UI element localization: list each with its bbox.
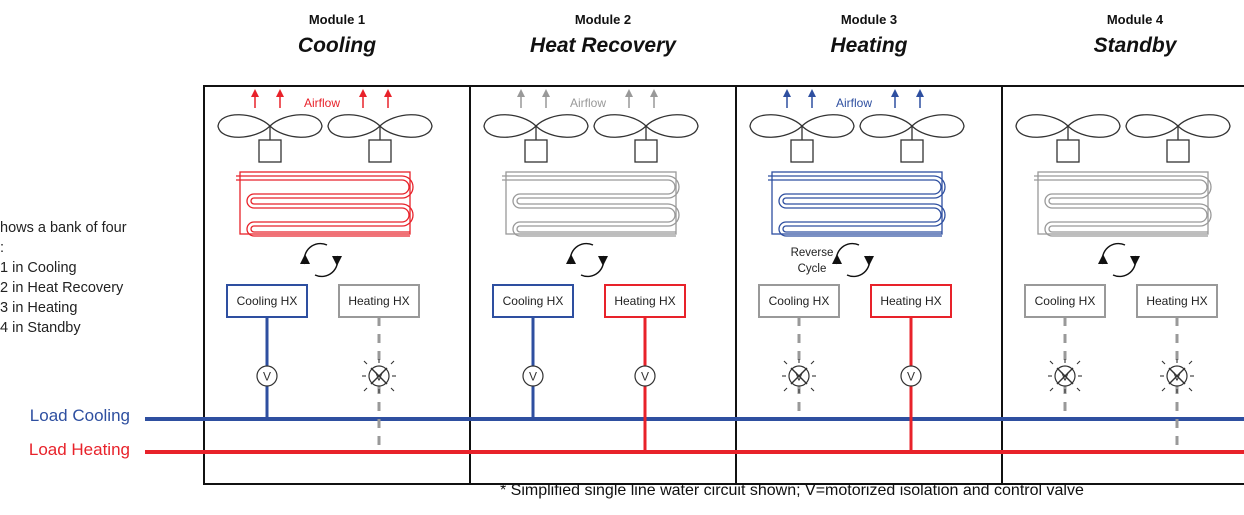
airflow-arrow-icon xyxy=(542,89,550,108)
heating-hx: Heating HX xyxy=(604,284,686,318)
valve-icon: V xyxy=(362,359,396,393)
side-text-line: hows a bank of four xyxy=(0,220,127,236)
valve-icon: V xyxy=(1048,359,1082,393)
airflow-arrow-icon xyxy=(625,89,633,108)
valve-label: V xyxy=(529,370,537,384)
motor-icon xyxy=(258,139,282,163)
airflow-arrow-icon xyxy=(650,89,658,108)
airflow-arrow-icon xyxy=(808,89,816,108)
valve-icon: V xyxy=(634,365,656,387)
coil-icon xyxy=(502,171,680,237)
airflow-label: Airflow xyxy=(304,96,340,110)
heating-hx: Heating HX xyxy=(870,284,952,318)
hx-label: Heating HX xyxy=(348,294,409,308)
module-number: Module 1 xyxy=(308,12,366,27)
valve-icon: V xyxy=(782,359,816,393)
cooling-hx: Cooling HX xyxy=(1024,284,1106,318)
airflow-arrow-icon xyxy=(359,89,367,108)
coil-icon xyxy=(1034,171,1212,237)
coil-icon xyxy=(236,171,414,237)
fan-icon xyxy=(217,114,323,163)
motor-icon xyxy=(368,139,392,163)
cycle-arrows-icon xyxy=(300,242,342,278)
valve-icon: V xyxy=(1160,359,1194,393)
module-mode: Heating xyxy=(830,34,908,57)
module-number: Module 4 xyxy=(1106,12,1164,27)
side-description: hows a bank of four: 1 in Cooling 2 in Hea… xyxy=(0,218,127,338)
side-text-line: : xyxy=(0,240,5,256)
module-mode: Cooling xyxy=(297,34,377,57)
valve-icon: V xyxy=(900,365,922,387)
airflow-arrow-icon xyxy=(916,89,924,108)
airflow-arrow-icon xyxy=(891,89,899,108)
hx-label: Cooling HX xyxy=(769,294,830,308)
fan-icon xyxy=(749,114,855,163)
motor-icon xyxy=(1056,139,1080,163)
airflow-arrow-icon xyxy=(384,89,392,108)
motor-icon xyxy=(1166,139,1190,163)
airflow-label: Airflow xyxy=(570,96,606,110)
load-heating-label: Load Heating xyxy=(28,440,130,459)
fan-icon xyxy=(1125,114,1231,163)
module-mode: Standby xyxy=(1093,34,1177,57)
heating-hx: Heating HX xyxy=(1136,284,1218,318)
side-text-line: 3 in Heating xyxy=(0,300,78,316)
fan-icon xyxy=(593,114,699,163)
cycle-label: Reverse xyxy=(791,247,834,259)
hx-label: Cooling HX xyxy=(1035,294,1096,308)
hx-label: Cooling HX xyxy=(237,294,298,308)
valve-icon: V xyxy=(256,365,278,387)
valve-label: V xyxy=(263,370,271,384)
airflow-arrow-icon xyxy=(783,89,791,108)
valve-label: V xyxy=(907,370,915,384)
fan-icon xyxy=(859,114,965,163)
motor-icon xyxy=(900,139,924,163)
heating-hx: Heating HX xyxy=(338,284,420,318)
cycle-arrows-icon xyxy=(832,242,874,278)
motor-icon xyxy=(524,139,548,163)
fan-icon xyxy=(1015,114,1121,163)
module-box xyxy=(1001,85,1244,485)
side-text-line: 2 in Heat Recovery xyxy=(0,280,124,296)
cycle-arrows-icon xyxy=(566,242,608,278)
airflow-arrow-icon xyxy=(251,89,259,108)
cooling-hx: Cooling HX xyxy=(758,284,840,318)
cycle-label: Cycle xyxy=(798,263,827,275)
hx-label: Heating HX xyxy=(614,294,675,308)
hx-label: Heating HX xyxy=(880,294,941,308)
motor-icon xyxy=(634,139,658,163)
module-number: Module 3 xyxy=(840,12,898,27)
motor-icon xyxy=(790,139,814,163)
module-number: Module 2 xyxy=(574,12,632,27)
fan-icon xyxy=(483,114,589,163)
hx-label: Cooling HX xyxy=(503,294,564,308)
side-text-line: 4 in Standby xyxy=(0,320,81,336)
coil-icon xyxy=(768,171,946,237)
side-text-line: 1 in Cooling xyxy=(0,260,77,276)
valve-icon: V xyxy=(522,365,544,387)
module-mode: Heat Recovery xyxy=(530,34,676,57)
footnote: * Simplified single line water circuit s… xyxy=(500,482,1084,499)
cooling-hx: Cooling HX xyxy=(492,284,574,318)
airflow-arrow-icon xyxy=(276,89,284,108)
load-cooling-label: Load Cooling xyxy=(29,406,130,425)
hx-label: Heating HX xyxy=(1146,294,1207,308)
fan-icon xyxy=(327,114,433,163)
cooling-hx: Cooling HX xyxy=(226,284,308,318)
valve-label: V xyxy=(641,370,649,384)
airflow-label: Airflow xyxy=(836,96,872,110)
cycle-arrows-icon xyxy=(1098,242,1140,278)
module-4: Cooling HX Heating HX V V xyxy=(1015,114,1231,452)
airflow-arrow-icon xyxy=(517,89,525,108)
